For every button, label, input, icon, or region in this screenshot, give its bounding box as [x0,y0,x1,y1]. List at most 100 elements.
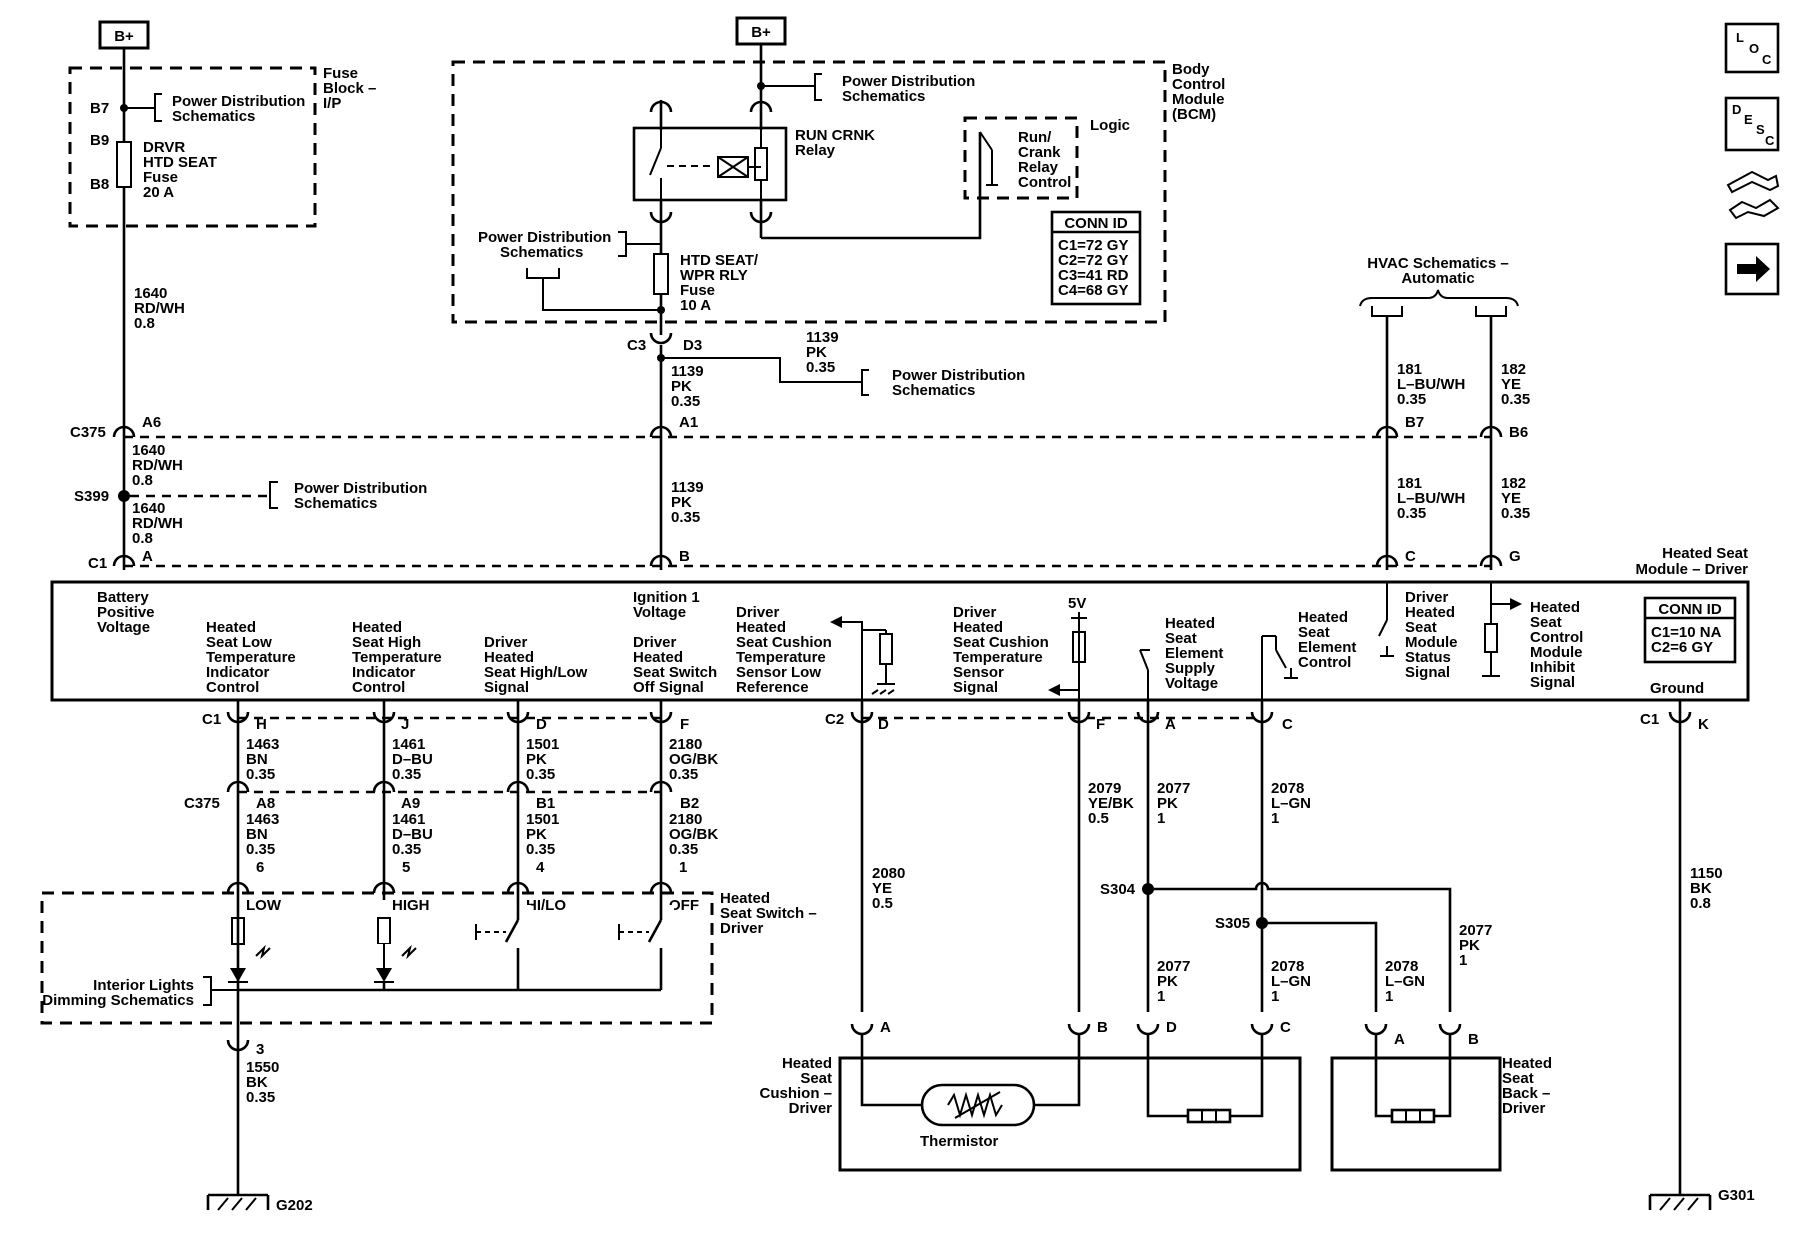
next-page-arrow-icon[interactable] [1724,242,1780,296]
c1-pin-j: J [401,716,409,733]
fuse-block-pdist-ref[interactable]: Power Distribution Schematics [172,93,305,125]
interior-lights-dimming-ref[interactable]: Interior Lights Dimming Schematics [42,977,194,1009]
svg-text:1: 1 [679,859,687,876]
svg-text:Seat High/Low: Seat High/Low [484,664,588,681]
svg-text:Temperature: Temperature [352,649,442,666]
cushion-heating-element [1186,1108,1232,1124]
svg-text:0.35: 0.35 [1501,505,1530,522]
thermistor-label: Thermistor [920,1133,999,1150]
svg-text:Heated: Heated [1298,609,1348,626]
svg-text:Power Distribution: Power Distribution [892,367,1025,384]
s399-pdist-ref[interactable]: Power Distribution Schematics [294,480,427,512]
svg-text:1501: 1501 [526,736,559,753]
wire-2077-s304-label: 2077 PK 1 [1157,958,1190,1005]
svg-text:D: D [1732,102,1741,117]
svg-text:PK: PK [1157,795,1178,812]
bcm-pdist-ref-top[interactable]: Power Distribution Schematics [842,73,975,105]
wire-2180-lower-label: 2180 OG/BK 0.35 1 [669,811,718,876]
svg-text:L–BU/WH: L–BU/WH [1397,490,1465,507]
svg-text:0.5: 0.5 [872,895,893,912]
svg-text:Schematics: Schematics [172,108,255,125]
wire-1461-upper-label: 1461 D–BU 0.35 [392,736,433,783]
connector-views-icon[interactable] [1726,170,1780,220]
svg-text:1139: 1139 [671,479,704,496]
svg-text:1: 1 [1157,810,1165,827]
c1-pin-f: F [680,716,689,733]
svg-text:2078: 2078 [1385,958,1418,975]
svg-text:0.35: 0.35 [246,766,275,783]
svg-text:Signal: Signal [484,679,529,696]
svg-text:Driver: Driver [633,634,677,651]
c1-pin-g: G [1509,548,1521,565]
fuse-block-ip [68,66,317,228]
svg-text:Heated Seat: Heated Seat [1662,545,1748,562]
svg-text:0.35: 0.35 [669,766,698,783]
c1-pin-a: A [142,548,153,565]
svg-text:Status: Status [1405,649,1451,666]
loc-icon[interactable]: L O C [1724,22,1780,74]
svg-text:L–GN: L–GN [1271,973,1311,990]
svg-text:Driver: Driver [1405,589,1449,606]
module-status-signal-label: Driver Heated Seat Module Status Signal [1405,589,1458,681]
desc-icon[interactable]: D E S C [1724,96,1780,152]
svg-text:C1=10 NA: C1=10 NA [1651,624,1722,641]
svg-text:1463: 1463 [246,736,279,753]
bcm-pdist-ref-left[interactable]: Power Distribution Schematics [478,229,611,261]
hvac-schematics-ref[interactable]: HVAC Schematics – Automatic [1367,255,1508,287]
svg-text:L: L [1736,30,1744,45]
svg-text:Power Distribution: Power Distribution [842,73,975,90]
svg-text:Fuse: Fuse [143,169,178,186]
svg-text:Heated: Heated [1165,615,1215,632]
c375-pin-b1: B1 [536,795,555,812]
svg-text:Interior Lights: Interior Lights [93,977,194,994]
svg-text:0.35: 0.35 [1397,505,1426,522]
run-crank-relay-control-label: Run/ Crank Relay Control [1018,129,1071,191]
cushion-pin-b: B [1097,1019,1108,1036]
pdist-branch-ref[interactable]: Power Distribution Schematics [892,367,1025,399]
svg-text:1550: 1550 [246,1059,279,1076]
svg-text:1150: 1150 [1690,865,1723,882]
c375-top-label: C375 [70,424,106,441]
svg-text:Element: Element [1165,645,1223,662]
wire-1463-lower-label: 1463 BN 0.35 6 [246,811,279,876]
svg-text:C3=41 RD: C3=41 RD [1058,267,1129,284]
c1-pin-c: C [1405,548,1416,565]
svg-text:Voltage: Voltage [633,604,686,621]
svg-text:CONN ID: CONN ID [1658,601,1722,618]
svg-text:I/P: I/P [323,95,341,112]
svg-text:Heated: Heated [633,649,683,666]
svg-text:Heated: Heated [1405,604,1455,621]
heated-seat-back-title: Heated Seat Back – Driver [1502,1055,1552,1117]
c2-pin-f: F [1096,716,1105,733]
c375-pin-a1: A1 [679,414,698,431]
svg-text:Module: Module [1405,634,1458,651]
bcm-conn-id-table: CONN ID C1=72 GY C2=72 GY C3=41 RD C4=68… [1050,210,1142,306]
wire-181-label: 181 L–BU/WH 0.35 [1397,361,1465,408]
svg-text:1461: 1461 [392,736,425,753]
svg-text:Fuse: Fuse [323,65,358,82]
svg-text:1640: 1640 [134,285,167,302]
svg-text:Crank: Crank [1018,144,1061,161]
splice-s399 [118,490,130,502]
ground-label: Ground [1650,680,1704,697]
svg-text:0.35: 0.35 [806,359,835,376]
svg-text:181: 181 [1397,475,1422,492]
svg-text:0.35: 0.35 [1501,391,1530,408]
svg-text:Body: Body [1172,61,1210,78]
svg-text:0.35: 0.35 [246,841,275,858]
svg-text:0.5: 0.5 [1088,810,1109,827]
svg-text:1: 1 [1385,988,1393,1005]
c375-pin-a6: A6 [142,414,161,431]
ground-g202 [206,1193,270,1211]
svg-text:C2=72 GY: C2=72 GY [1058,252,1128,269]
wire-1640-s399-upper-label: 1640 RD/WH 0.8 [132,442,183,489]
svg-text:2077: 2077 [1157,780,1190,797]
back-pin-b: B [1468,1031,1479,1048]
svg-text:182: 182 [1501,361,1526,378]
splice-s305-label: S305 [1215,915,1250,932]
svg-text:Seat High: Seat High [352,634,421,651]
wire-2078-s305-label: 2078 L–GN 1 [1385,958,1425,1005]
svg-text:Power Distribution: Power Distribution [172,93,305,110]
wire-2079-label: 2079 YE/BK 0.5 [1088,780,1134,827]
cushion-pin-d: D [1166,1019,1177,1036]
